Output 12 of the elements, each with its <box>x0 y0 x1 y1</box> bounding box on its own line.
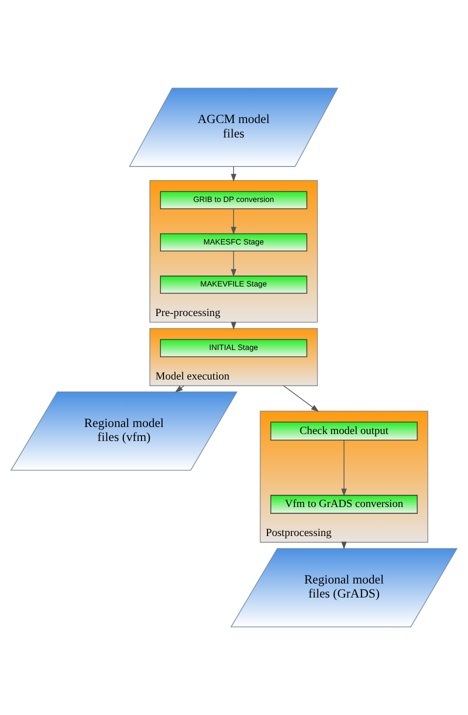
node-box: GRIB to DP conversion <box>160 191 308 210</box>
node-box: MAKEVFILE Stage <box>160 276 308 294</box>
node-box: Vfm to GrADS conversion <box>270 494 418 514</box>
node-box: MAKESFC Stage <box>160 233 308 252</box>
arrow <box>283 385 319 412</box>
arrow <box>230 250 236 277</box>
arrow <box>230 166 236 182</box>
arrow <box>230 208 236 235</box>
arrow <box>174 385 184 392</box>
node-box: Check model output <box>270 422 418 440</box>
arrow <box>341 440 347 496</box>
node-box: INITIAL Stage <box>160 339 308 358</box>
